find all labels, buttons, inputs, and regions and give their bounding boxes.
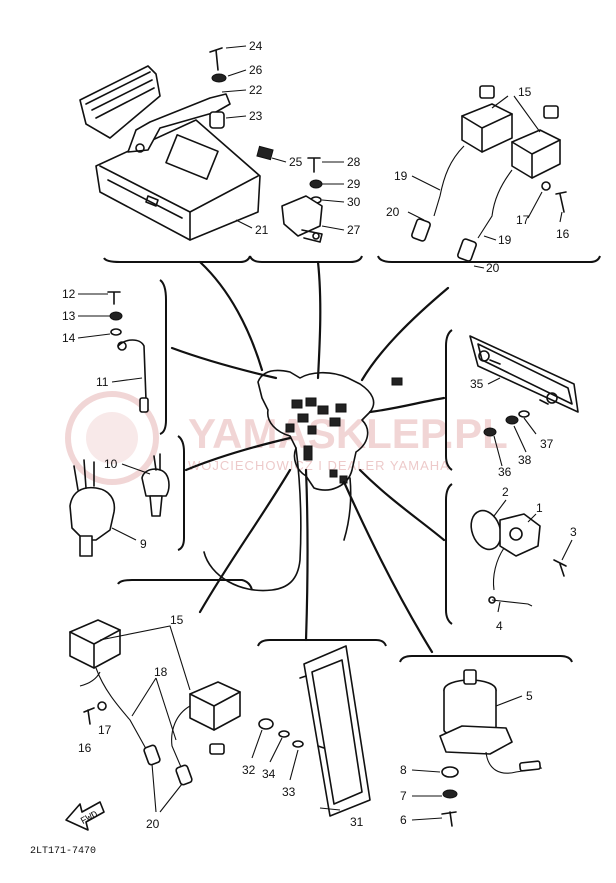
callout-20-bottom: 20 (146, 817, 160, 831)
callout-19-top-left: 19 (394, 169, 408, 183)
callout-20-top-right: 20 (486, 261, 500, 275)
callout-25: 25 (289, 155, 303, 169)
neutral-switch-parts (69, 453, 170, 557)
callout-4: 4 (496, 619, 503, 633)
ignition-coils-top (411, 85, 567, 262)
callout-22: 22 (249, 83, 263, 97)
callout-3: 3 (570, 525, 577, 539)
callout-32: 32 (242, 763, 256, 777)
diagram-code: 2LT171-7470 (30, 846, 96, 857)
callout-17-top: 17 (516, 213, 530, 227)
callout-13: 13 (62, 309, 76, 323)
frame-outline (203, 369, 403, 592)
callout-8: 8 (400, 763, 407, 777)
callout-27: 27 (347, 223, 361, 237)
callout-12: 12 (62, 287, 76, 301)
callout-16-bottom: 16 (78, 741, 92, 755)
watermark: YAMASKLEP.PL WOJCIECHOWICZ I DEALER YAMA… (65, 391, 508, 485)
callout-1: 1 (536, 501, 543, 515)
callout-28: 28 (347, 155, 361, 169)
callout-15-bottom: 15 (170, 613, 184, 627)
callout-21: 21 (255, 223, 269, 237)
callout-24: 24 (249, 39, 263, 53)
fwd-arrow-icon: FWD (65, 801, 105, 831)
callout-19-top-right: 19 (498, 233, 512, 247)
callout-14: 14 (62, 331, 76, 345)
callout-20-top-left: 20 (386, 205, 400, 219)
callout-2: 2 (502, 485, 509, 499)
callout-23: 23 (249, 109, 263, 123)
callout-6: 6 (400, 813, 407, 827)
ignition-coils-bottom (69, 619, 241, 786)
callout-29: 29 (347, 177, 361, 191)
rear-reflector-parts (469, 335, 579, 437)
watermark-logo-icon (65, 391, 159, 485)
callout-leaders (77, 45, 573, 821)
callout-9: 9 (140, 537, 147, 551)
callout-34: 34 (262, 767, 276, 781)
group-brackets (103, 255, 601, 663)
callout-35: 35 (470, 377, 484, 391)
callout-10: 10 (104, 457, 118, 471)
callout-7: 7 (400, 789, 407, 803)
leader-wires (170, 260, 450, 654)
callout-31: 31 (350, 815, 364, 829)
callout-30: 30 (347, 195, 361, 209)
oil-level-switch-parts (470, 509, 567, 607)
callout-5: 5 (526, 689, 533, 703)
callout-38: 38 (518, 453, 532, 467)
front-reflector-parts (258, 645, 371, 817)
callout-numbers: 24 26 22 23 25 28 29 30 27 21 15 19 20 1… (62, 39, 577, 831)
callout-11: 11 (96, 375, 109, 389)
callout-15-top: 15 (518, 85, 532, 99)
watermark-subtitle: WOJCIECHOWICZ I DEALER YAMAHA (188, 458, 450, 473)
callout-16-top: 16 (556, 227, 570, 241)
callout-37: 37 (540, 437, 554, 451)
callout-26: 26 (249, 63, 263, 77)
callout-33: 33 (282, 785, 296, 799)
side-stand-switch-parts (107, 291, 149, 413)
callout-18: 18 (154, 665, 168, 679)
callout-17-bottom: 17 (98, 723, 112, 737)
callout-36: 36 (498, 465, 512, 479)
cdi-unit (79, 65, 261, 241)
solenoid-parts (439, 669, 543, 827)
fasteners-21-30 (209, 47, 323, 243)
watermark-brand: YAMASKLEP.PL (188, 410, 508, 457)
